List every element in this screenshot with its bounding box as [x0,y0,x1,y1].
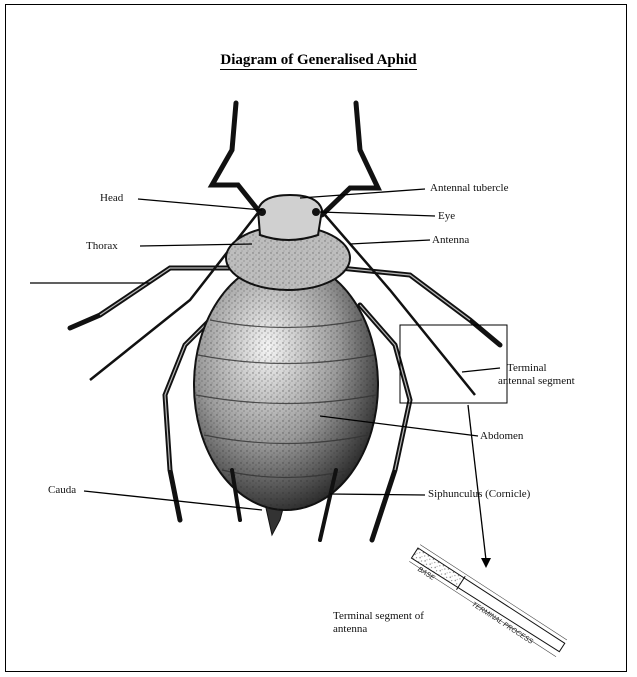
label-thorax: Thorax [86,240,118,253]
label-siphunculus: Siphunculus (Cornicle) [428,488,530,501]
label-terminal-segment-line2: antenna [333,623,367,636]
label-antennal-tubercle: Antennal tubercle [430,182,509,195]
head-shape [258,195,322,240]
label-terminal-line2: antennal segment [498,375,575,388]
label-head: Head [100,192,123,205]
label-abdomen: Abdomen [480,430,523,443]
label-terminal-segment-line1: Terminal segment of [333,610,424,623]
label-eye: Eye [438,210,455,223]
eye-right [312,208,320,216]
arrow-head [481,558,491,568]
label-cauda: Cauda [48,484,76,497]
label-antenna: Antenna [432,234,469,247]
label-terminal-line1: Terminal [507,362,547,375]
